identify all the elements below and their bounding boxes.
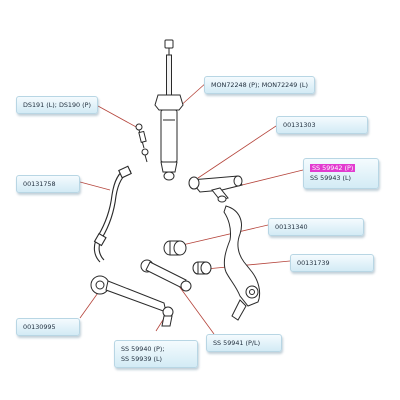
- label-upper-mount-text: 00131303: [283, 121, 316, 129]
- label-upper-arm: SS 59942 (P) SS 59943 (L): [303, 158, 379, 189]
- label-stabilizer-text: 00131758: [23, 180, 56, 188]
- label-stabilizer-bar: 00131758: [16, 175, 80, 193]
- label-shock-text: MON72248 (P); MON72249 (L): [211, 81, 308, 89]
- label-lower-arm-l-text: SS 59939 (L): [121, 355, 163, 363]
- label-stabilizer-link: DS191 (L); DS190 (P): [16, 96, 98, 114]
- strut-arm-drawing: [140, 259, 192, 292]
- label-upper-mount: 00131303: [276, 116, 368, 134]
- upper-arm-drawing: [188, 175, 243, 203]
- label-bushing-1-text: 00131340: [275, 223, 308, 231]
- steering-knuckle-drawing: [223, 205, 261, 321]
- stabilizer-bar-drawing: [93, 165, 132, 263]
- leader-stabilizer: [79, 181, 111, 191]
- stabilizer-link-drawing: [135, 123, 149, 163]
- leader-lower-bushing: [79, 289, 101, 319]
- leader-upper-mount: [197, 125, 277, 179]
- leader-link: [97, 105, 139, 129]
- label-upper-arm-p-row: SS 59942 (P): [310, 163, 372, 173]
- bushings-drawing: [163, 240, 212, 275]
- label-upper-arm-l-text: SS 59943 (L): [310, 174, 352, 182]
- leader-bushing-1: [177, 224, 269, 247]
- label-strut-arm: SS 59941 (P/L): [206, 334, 282, 352]
- label-bushing-1: 00131340: [268, 218, 364, 236]
- label-shock-absorber: MON72248 (P); MON72249 (L): [204, 76, 315, 94]
- leader-bushing-2: [205, 260, 291, 270]
- label-link-text: DS191 (L); DS190 (P): [23, 101, 91, 109]
- label-bushing-2: 00131739: [290, 254, 374, 272]
- label-lower-bushing-text: 00130995: [23, 323, 56, 331]
- label-upper-arm-p-text: SS 59942 (P): [310, 164, 356, 172]
- leader-lines: [79, 81, 304, 335]
- lower-arm-drawing: [90, 275, 174, 327]
- shock-absorber-drawing: [154, 39, 184, 181]
- label-lower-arm: SS 59940 (P); SS 59939 (L): [114, 340, 198, 368]
- leader-strut-arm: [175, 281, 215, 335]
- label-lower-bushing: 00130995: [16, 318, 80, 336]
- label-strut-arm-text: SS 59941 (P/L): [213, 339, 261, 347]
- label-lower-arm-p-text: SS 59940 (P);: [121, 345, 165, 353]
- label-bushing-2-text: 00131739: [297, 259, 330, 267]
